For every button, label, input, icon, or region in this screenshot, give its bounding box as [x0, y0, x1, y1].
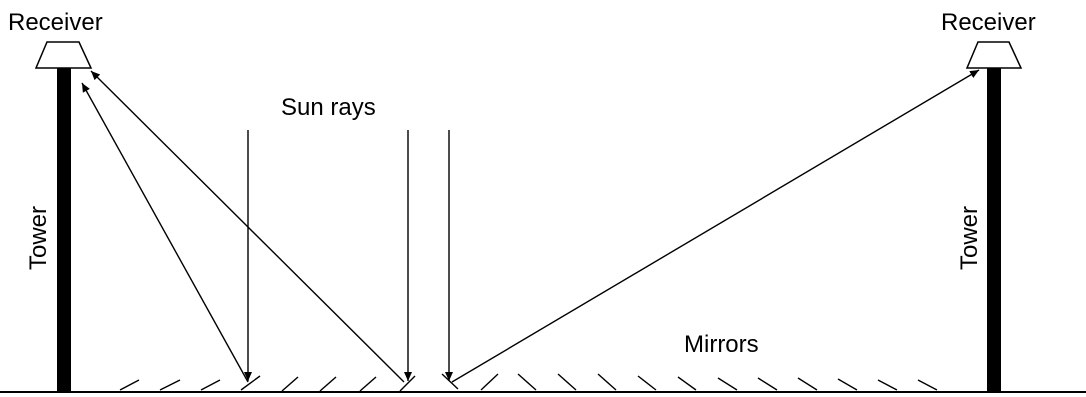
tower-right-label: Tower	[956, 206, 983, 270]
mirror	[637, 375, 657, 391]
mirror	[557, 373, 577, 391]
reflected-ray-2	[90, 70, 405, 383]
mirror	[480, 373, 499, 391]
mirror	[399, 375, 416, 392]
mirror	[917, 379, 938, 391]
mirror	[677, 376, 697, 391]
mirror-field	[119, 373, 938, 392]
sun-rays-label: Sun rays	[281, 94, 376, 121]
receiver-left-label: Receiver	[8, 9, 103, 36]
receiver-left	[34, 41, 93, 69]
mirror	[877, 379, 898, 391]
mirror	[240, 375, 261, 391]
tower-left-label: Tower	[25, 206, 52, 270]
receiver-right-label: Receiver	[941, 9, 1036, 36]
mirror	[797, 377, 818, 391]
mirror	[359, 376, 377, 392]
reflected-ray-3	[451, 69, 980, 383]
mirror	[441, 373, 459, 390]
mirror	[159, 379, 181, 391]
mirror	[717, 377, 738, 391]
tower-right	[987, 68, 1001, 392]
receiver-right	[965, 41, 1023, 69]
mirror	[119, 379, 140, 391]
reflected-ray-1	[81, 82, 249, 383]
mirror	[837, 378, 858, 391]
mirrors-label: Mirrors	[684, 331, 759, 358]
tower-left	[57, 68, 71, 392]
mirror	[319, 376, 337, 392]
mirror	[517, 373, 537, 391]
mirror	[597, 373, 617, 391]
mirror	[281, 376, 299, 392]
mirror	[200, 379, 221, 391]
mirror	[757, 377, 778, 391]
